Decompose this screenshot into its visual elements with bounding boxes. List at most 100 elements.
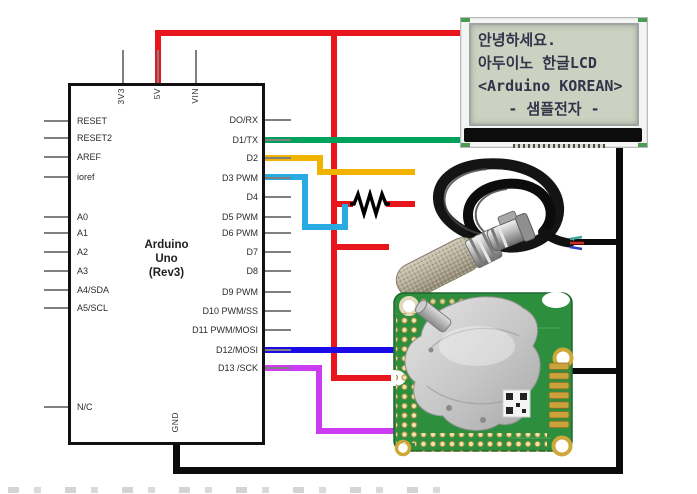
pin-stub — [265, 157, 291, 159]
pin-a4-sda: A4/SDA — [44, 284, 109, 296]
wire-d3-up-to-resistor — [342, 204, 348, 230]
wire-5v-probe-branch — [331, 244, 389, 250]
pcb-hole-bottom-left — [394, 439, 412, 457]
wire-resistor-to-probe — [386, 201, 415, 207]
pin-stub — [265, 119, 291, 121]
pin-stub — [44, 251, 68, 253]
pin-aref: AREF — [44, 151, 101, 163]
pin-stub — [44, 216, 68, 218]
pcb-qr-label — [502, 389, 531, 418]
lcd-text-line1: 안녕하세요. — [478, 31, 557, 49]
wire-gnd-bottom-horizontal — [173, 467, 623, 474]
lcd-text-line2: 아두이노 한글LCD — [478, 54, 597, 72]
pin-d3-pwm: D3 PWM — [160, 172, 291, 184]
pin-d13-sck: D13 /SCK — [160, 362, 291, 374]
pin-d10-pwm-ss: D10 PWM/SS — [160, 305, 291, 317]
pin-stub — [44, 307, 68, 309]
wire-gnd-right-vertical — [616, 143, 623, 474]
wire-gnd-probe-stub — [574, 239, 616, 245]
lcd-text-line4: - 샘플전자 - — [508, 100, 600, 118]
lcd-backlight-strip — [464, 128, 642, 142]
dome-rivet — [480, 417, 486, 423]
pin-d1-tx: D1/TX — [160, 134, 291, 146]
board-title-line3: (Rev3) — [148, 267, 185, 279]
pin-stub — [265, 216, 291, 218]
dome-rivet — [446, 405, 452, 411]
dome-highlight — [439, 326, 515, 366]
probe-connector — [486, 210, 536, 252]
pin-a5-scl: A5/SCL — [44, 302, 108, 314]
resistor — [350, 189, 390, 219]
pin-stub — [265, 251, 291, 253]
wire-gnd-from-board — [173, 442, 180, 474]
probe-cable-coil — [433, 158, 575, 253]
pin-stub — [44, 232, 68, 234]
arduino-uno-board — [68, 83, 265, 445]
pin-reset: RESET — [44, 115, 107, 127]
probe-mesh-tip — [395, 237, 482, 299]
wire-5v-top-horizontal — [155, 30, 472, 36]
wire-d13-horizontal-2 — [316, 428, 402, 434]
wire-5v-branch-vertical — [331, 30, 337, 381]
pin-stub-5v — [157, 50, 159, 83]
lcd-connector-pins — [513, 144, 605, 148]
pcb-top-right-notch — [542, 292, 570, 308]
pin-stub — [44, 156, 68, 158]
pin-stub — [265, 349, 291, 351]
pin-stub — [44, 176, 68, 178]
wire-gnd-pcb-stub — [566, 368, 616, 374]
pin-stub — [265, 232, 291, 234]
pin-stub — [265, 291, 291, 293]
temperature-humidity-probe — [395, 158, 584, 299]
dome-rivet — [428, 347, 434, 353]
wire-d3-horizontal-2 — [302, 224, 348, 230]
co2-sensor-module — [391, 292, 574, 457]
pin-a0: A0 — [44, 211, 88, 223]
wire-5v-pcb-branch — [331, 375, 399, 381]
pin-reset2: RESET2 — [44, 132, 112, 144]
lcd-module: 안녕하세요. 아두이노 한글LCD <Arduino KOREAN> - 샘플전… — [460, 17, 648, 148]
pin-stub — [265, 329, 291, 331]
pin-a3: A3 — [44, 265, 88, 277]
pcb-edge-pads — [548, 362, 570, 429]
pin-stub-3v3 — [122, 50, 124, 83]
pin-stub — [44, 270, 68, 272]
pin-label-vin: VIN — [190, 88, 200, 104]
pin-stub — [265, 367, 291, 369]
pin-stub — [265, 196, 291, 198]
pcb-hole-top-left — [399, 296, 419, 316]
probe-wire-strands — [569, 235, 584, 251]
pin-nc: N/C — [44, 401, 93, 413]
wire-d2-horizontal-2 — [317, 169, 415, 175]
board-title-line2: Uno — [155, 253, 178, 265]
lcd-pcb-corner — [638, 143, 647, 147]
pin-d4: D4 — [160, 191, 291, 203]
pin-stub — [265, 177, 291, 179]
wire-d2-horizontal-1 — [265, 155, 323, 161]
pin-d0-rx: DO/RX — [160, 114, 291, 126]
lcd-pcb-corner — [461, 18, 470, 22]
wire-d13-horizontal-1 — [265, 365, 322, 371]
pin-ioref: ioref — [44, 171, 95, 183]
pin-d9-pwm: D9 PWM — [160, 286, 291, 298]
resistor-zigzag — [350, 189, 390, 219]
wire-d13-down — [316, 365, 322, 434]
pin-d7: D7 — [160, 246, 291, 258]
pin-stub — [44, 289, 68, 291]
pin-a1: A1 — [44, 227, 88, 239]
pin-label-3v3: 3V3 — [116, 88, 126, 105]
lcd-pcb-corner — [461, 143, 470, 147]
pin-stub — [44, 406, 68, 408]
pin-stub — [265, 270, 291, 272]
pin-stub-vin — [195, 50, 197, 83]
pin-d11-pwm-mosi: D11 PWM/MOSI — [160, 324, 291, 336]
board-title: Arduino Uno (Rev3) — [68, 238, 265, 280]
pin-d5-pwm: D5 PWM — [160, 211, 291, 223]
lcd-text-line3: <Arduino KOREAN> — [478, 77, 623, 95]
wire-d1tx-to-lcd — [265, 137, 466, 143]
pcb-metal-cylinder — [415, 299, 452, 333]
pin-label-gnd: GND — [170, 412, 180, 433]
lcd-screen: 안녕하세요. 아두이노 한글LCD <Arduino KOREAN> - 샘플전… — [469, 23, 639, 126]
wire-d12-to-pcb — [265, 347, 398, 353]
